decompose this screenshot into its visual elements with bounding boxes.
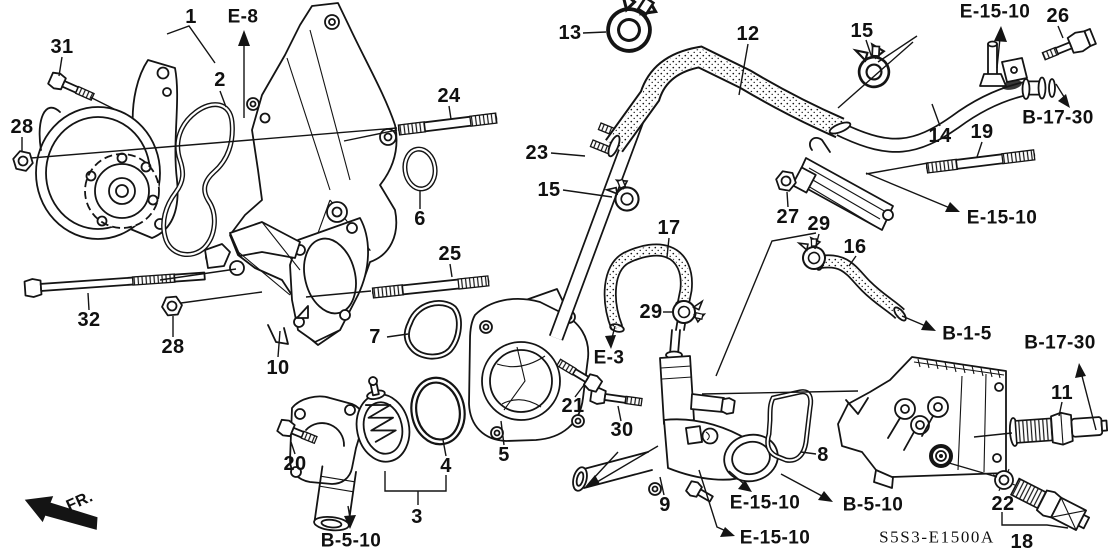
- oring-6-drawing: [402, 146, 438, 192]
- bolt-20-drawing: [276, 418, 318, 445]
- nut-28-a-drawing: [12, 150, 34, 172]
- front-direction-arrow: [24, 496, 98, 530]
- bolt-21-drawing: [555, 358, 603, 393]
- pipe-stay-drawing: [791, 137, 894, 231]
- cylinder-head-drawing: [837, 356, 1007, 489]
- sensor-18-drawing: [1009, 477, 1091, 531]
- leader-lines: [21, 25, 1069, 529]
- stud-24-drawing: [397, 112, 498, 136]
- pump-gasket-drawing: [161, 102, 235, 258]
- clamp-29-a-drawing: [671, 298, 706, 325]
- sensor-11-drawing: [1008, 411, 1108, 447]
- clamp-13-drawing: [601, 0, 661, 58]
- water-hose-drawing: [605, 45, 852, 158]
- bolt-30-drawing: [589, 387, 643, 407]
- joint-gasket-drawing: [765, 389, 814, 463]
- bolt-26-drawing: [1041, 28, 1097, 61]
- bolt-32-drawing: [23, 271, 206, 298]
- nut-27-drawing: [775, 170, 797, 192]
- reference-arrows: [238, 26, 1097, 537]
- gasket-7-drawing: [403, 300, 462, 360]
- nut-28-b-drawing: [161, 295, 183, 317]
- bolt-31-drawing: [47, 71, 95, 102]
- side-cover-drawing: [204, 2, 398, 346]
- stud-25-drawing: [371, 275, 490, 299]
- stud-19-drawing: [925, 149, 1036, 174]
- bypass-hose-drawing: [815, 253, 907, 322]
- thermostat-cover-drawing: [289, 395, 365, 532]
- joint-housing-drawing: [572, 317, 779, 503]
- oring-4-drawing: [410, 376, 466, 446]
- thermostat-drawing: [355, 376, 411, 463]
